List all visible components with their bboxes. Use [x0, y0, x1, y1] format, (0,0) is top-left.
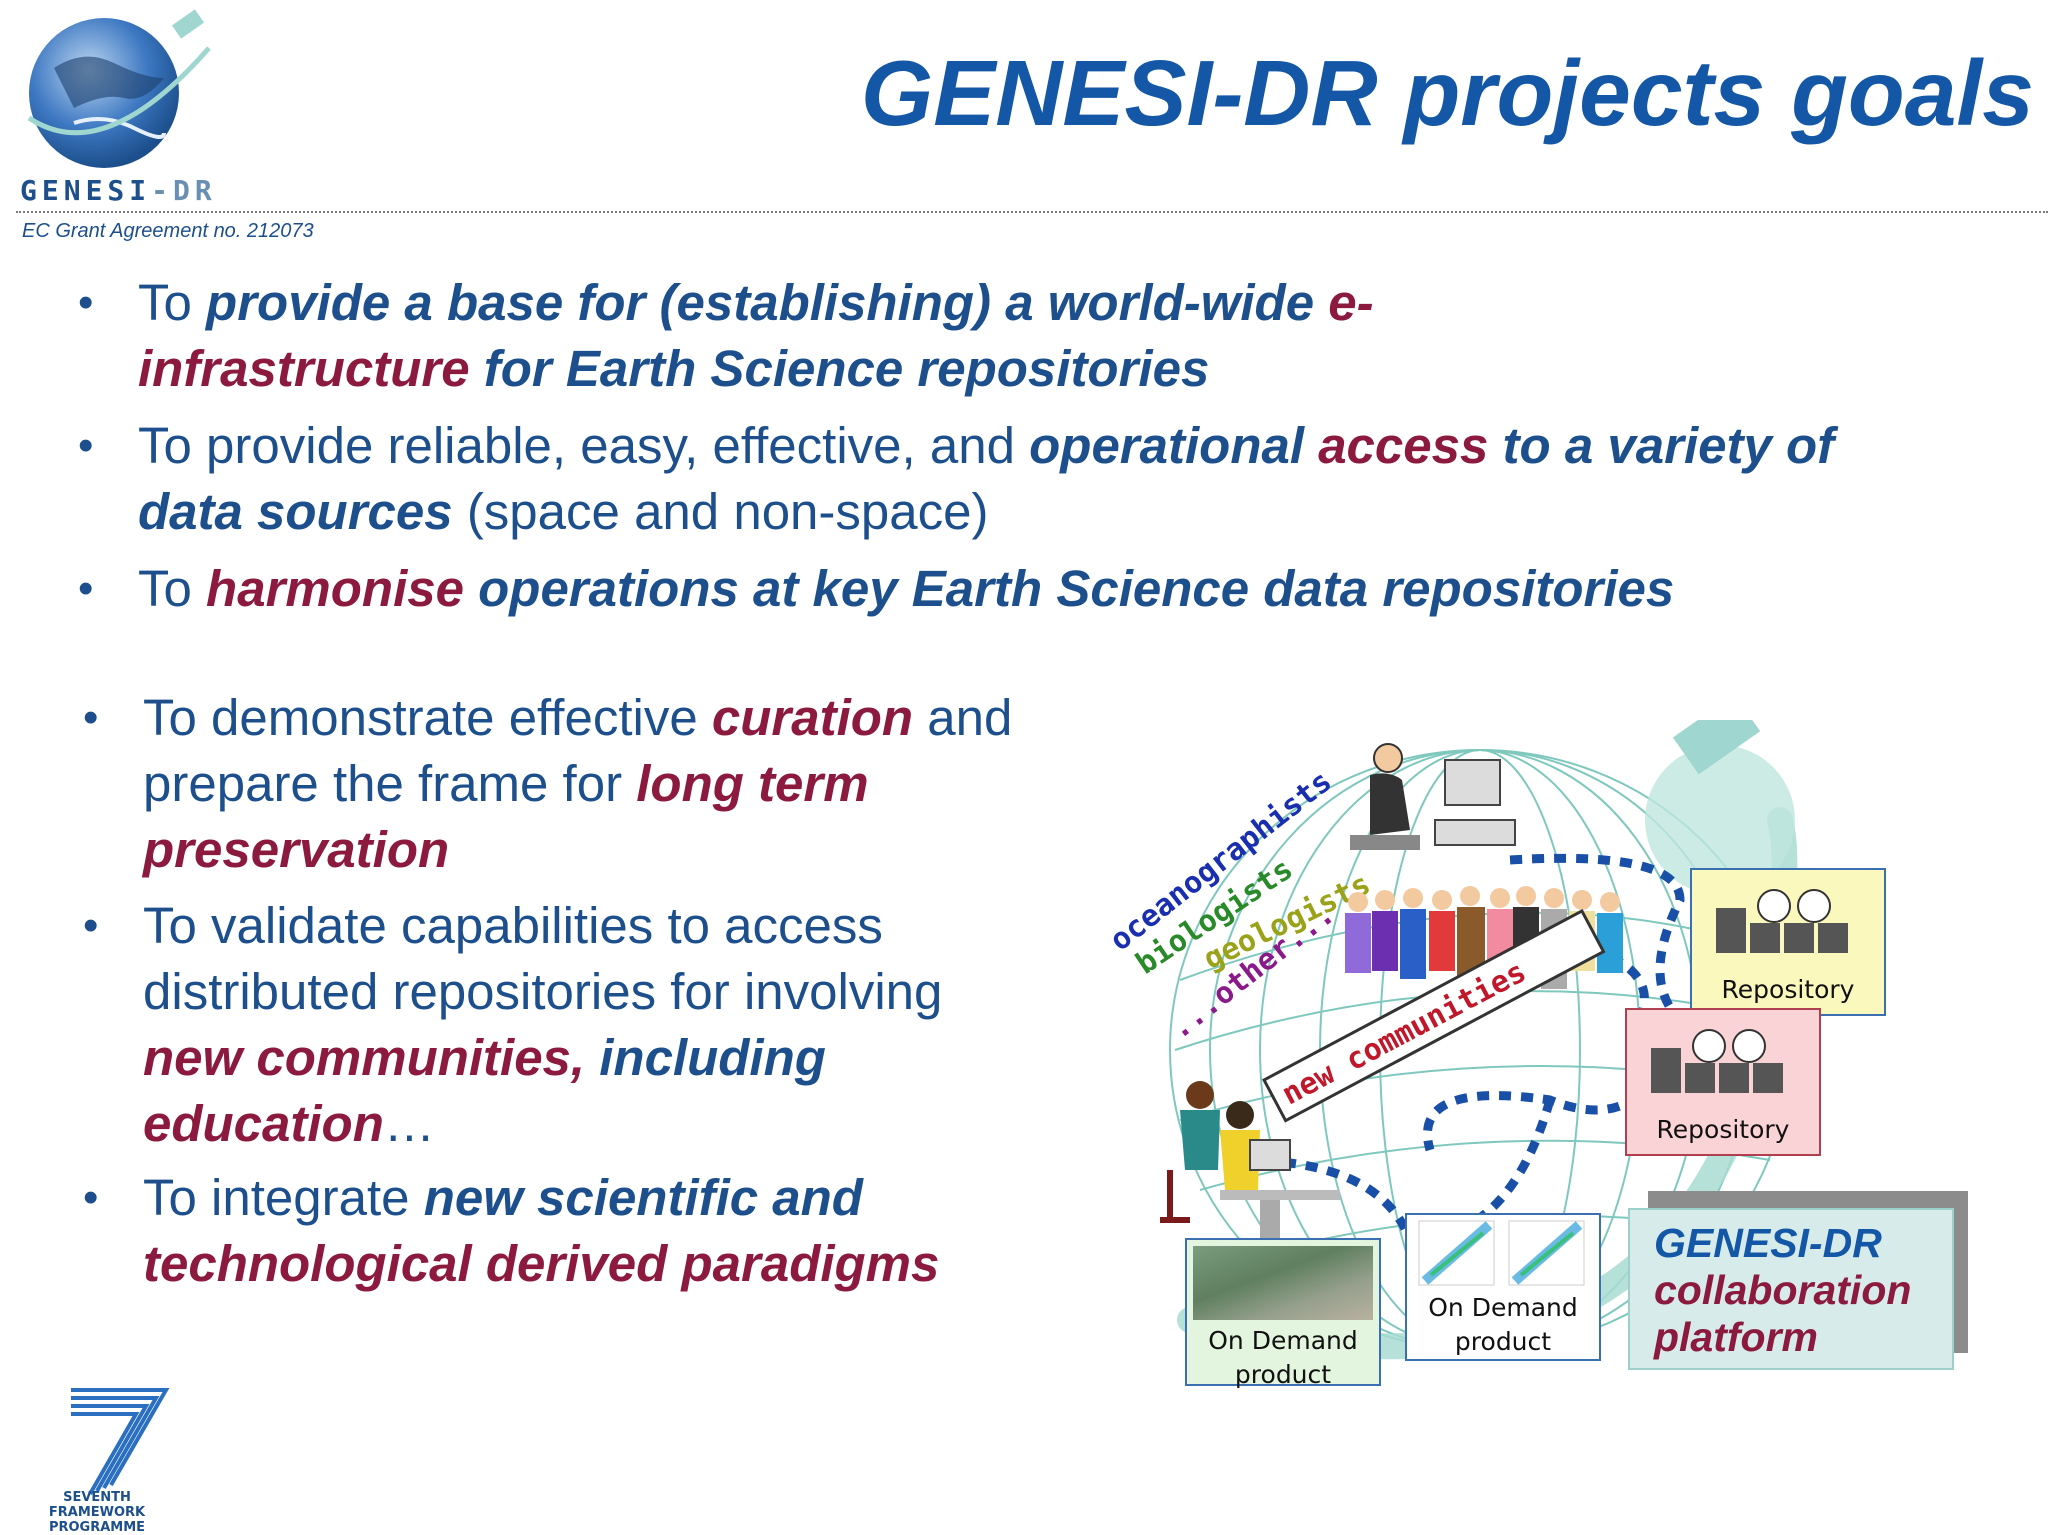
bullet-text-run: access	[1318, 417, 1489, 474]
scatter-plot-thumbnails-icon	[1418, 1220, 1585, 1286]
bullet-text-run: operational	[1029, 417, 1319, 474]
bullet-text-run: To provide reliable, easy, effective, an…	[138, 417, 1030, 474]
goal-bullet-2: • To provide reliable, easy, effective, a…	[78, 413, 1838, 545]
bullet-text-run: To	[138, 560, 207, 617]
bullet-text-run: To demonstrate effective	[143, 689, 712, 746]
bullet-text-run: e-infrastructure	[138, 274, 1374, 397]
repository-label: Repository	[1656, 1115, 1790, 1144]
goal-bullet-6: • To integrate new scientific and technol…	[83, 1165, 1043, 1297]
bullet-text-run: …	[383, 1095, 435, 1152]
bullet-text-run: new communities,	[143, 1029, 586, 1086]
bullet-text-run: (space and non-space)	[452, 483, 989, 540]
bullet-text-run: harmonise	[206, 560, 464, 617]
terrain-image-thumbnail	[1193, 1246, 1373, 1320]
bullet-text-run: operations at key Earth Science data rep…	[463, 560, 1675, 617]
platform-line-1: GENESI-DR	[1654, 1220, 1882, 1266]
collaboration-platform-box: GENESI-DR collaboration platform	[1628, 1208, 1954, 1370]
header-divider	[16, 211, 2048, 213]
bullet-dot: •	[78, 564, 94, 613]
woman-at-computer-icon	[1350, 743, 1516, 850]
bullet-text-run: To validate capabilities to access distr…	[143, 897, 943, 1020]
goal-bullet-3: • To harmonise operations at key Earth Sc…	[78, 556, 1688, 622]
bullet-text-run: to a variety of data sources	[138, 417, 1835, 540]
platform-line-2: collaboration	[1654, 1267, 1912, 1313]
bullet-text-run: provide a base for (establishing) a worl…	[206, 274, 1329, 331]
server-disks-icon	[1716, 889, 1848, 953]
goal-bullet-5: • To validate capabilities to access dist…	[83, 893, 1043, 1157]
bullet-text-run: long term preservation	[143, 755, 869, 878]
repository-label: Repository	[1721, 975, 1855, 1004]
bullet-dot: •	[83, 1173, 99, 1222]
genesi-dr-logo-text: GENESI-DR	[20, 174, 217, 207]
bullet-text-run: curation	[711, 689, 914, 746]
bullet-text-run: education	[143, 1095, 384, 1152]
grant-agreement-text: EC Grant Agreement no. 212073	[22, 220, 314, 242]
repository-box-2: Repository	[1625, 1008, 1821, 1156]
platform-line-3: platform	[1654, 1314, 1818, 1360]
goal-bullet-4: • To demonstrate effective curation and p…	[83, 685, 1043, 883]
bullet-dot: •	[78, 421, 94, 470]
students-at-desk-icon	[1160, 1081, 1340, 1260]
bullet-text-run: To integrate	[143, 1169, 424, 1226]
bullet-text-run: including	[585, 1029, 826, 1086]
bullet-text-run: for Earth Science repositories	[469, 340, 1210, 397]
bullet-text-run: and prepare the frame for	[143, 689, 1013, 812]
bullet-dot: •	[83, 693, 99, 742]
genesi-dr-globe-logo	[27, 9, 211, 168]
repository-box-1: Repository	[1690, 868, 1886, 1016]
bullet-dot: •	[83, 901, 99, 950]
bullet-dot: •	[78, 278, 94, 327]
goal-bullet-1: • To provide a base for (establishing) a …	[78, 270, 1568, 402]
globe-sphere-icon	[1645, 745, 1795, 895]
fp7-logo	[71, 1388, 170, 1495]
slide-title: GENESI-DR projects goals	[860, 41, 2034, 145]
bullet-text-run: technological derived paradigms	[143, 1235, 940, 1292]
server-disks-icon	[1651, 1029, 1783, 1093]
satellite-panel-icon	[1672, 720, 1761, 775]
bullet-text-run: To	[138, 274, 207, 331]
bullet-text-run: new scientific and	[423, 1169, 863, 1226]
